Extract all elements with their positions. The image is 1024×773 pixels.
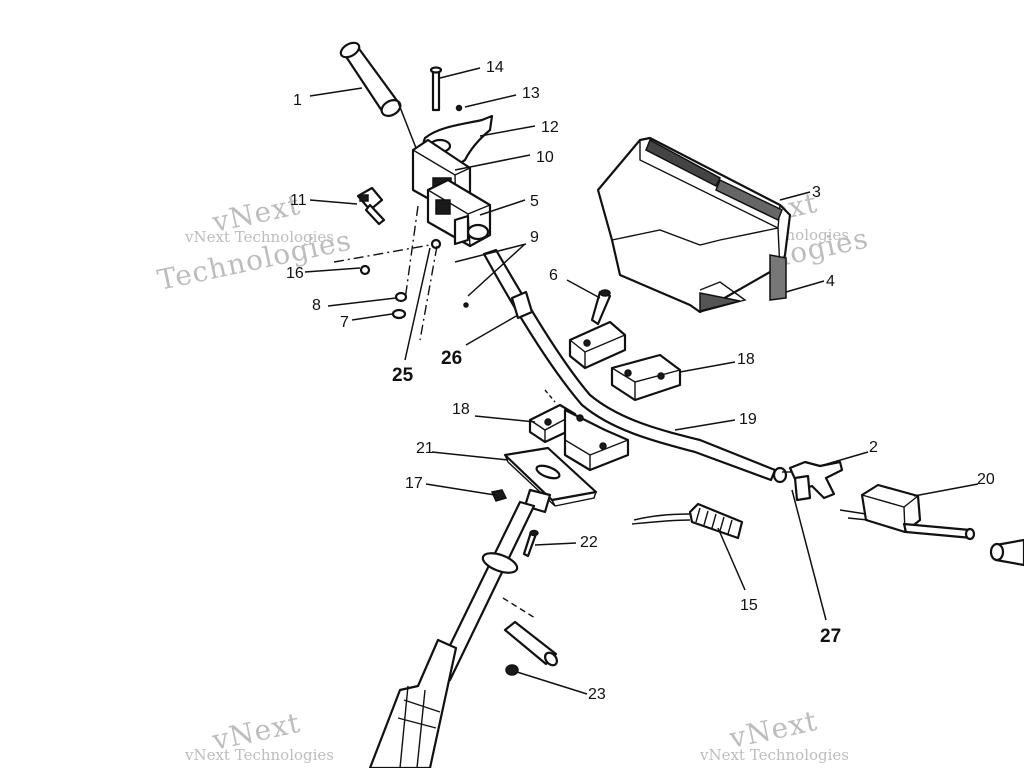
callout-18-upper: 18	[737, 351, 755, 368]
center-line	[544, 389, 556, 403]
callout-10: 10	[536, 149, 554, 166]
watermark-left-bottom: vNext vNext Technologies	[184, 706, 334, 764]
callout-27: 27	[820, 626, 841, 647]
watermark-text: vNext Technologies	[184, 228, 334, 246]
part-right-grip	[989, 538, 1024, 567]
part-pin	[429, 66, 443, 112]
part-throttle-housing	[411, 138, 492, 248]
callout-25: 25	[392, 365, 414, 386]
callout-17: 17	[405, 475, 423, 492]
part-washers	[359, 238, 469, 320]
callout-1: 1	[293, 92, 302, 109]
callout-18-lower: 18	[452, 401, 470, 418]
watermark-left-top: vNext vNext Technologies Technologies	[155, 188, 355, 297]
center-line	[502, 597, 536, 619]
part-lower-clamp	[528, 403, 630, 472]
callout-3: 3	[812, 184, 821, 201]
watermark-text: vNext Technologies	[184, 746, 334, 764]
center-line	[333, 244, 431, 263]
part-upper-clamp	[568, 320, 682, 402]
part-adjuster-screw	[356, 186, 386, 226]
part-bolt	[590, 289, 612, 326]
part-steering-plate	[503, 446, 598, 514]
callout-15: 15	[740, 597, 758, 614]
watermark-right-bottom: vNext vNext Technologies	[699, 704, 849, 764]
center-line	[419, 245, 438, 341]
part-brake-lever	[839, 483, 976, 541]
callout-26: 26	[441, 348, 462, 369]
callout-23: 23	[588, 686, 606, 703]
callout-21: 21	[416, 440, 434, 457]
callout-14: 14	[486, 59, 504, 76]
part-pivot-pin	[503, 620, 559, 676]
part-heater-element	[631, 502, 744, 540]
callout-9: 9	[530, 229, 539, 246]
leader-lines	[304, 67, 979, 695]
callout-5: 5	[530, 193, 539, 210]
part-brake-bracket	[782, 460, 844, 502]
callout-16: 16	[286, 265, 304, 282]
callout-2: 2	[869, 439, 878, 456]
callout-labels: 1 14 13 12 10 11 5 9 16 8 7 25 26 6 3 4 …	[286, 59, 995, 703]
part-steering-column	[368, 500, 536, 770]
part-grip	[339, 41, 402, 117]
callout-19: 19	[739, 411, 757, 428]
callout-13: 13	[522, 85, 540, 102]
callout-12: 12	[541, 119, 559, 136]
callout-8: 8	[312, 297, 321, 314]
callout-6: 6	[549, 267, 558, 284]
callout-11: 11	[290, 192, 307, 209]
part-nut	[490, 489, 508, 502]
part-small-nut	[455, 104, 463, 112]
callout-7: 7	[340, 314, 349, 331]
watermark-text: vNext Technologies	[699, 746, 849, 764]
part-headlight-cover	[596, 136, 792, 314]
callout-22: 22	[580, 534, 598, 551]
center-line	[404, 205, 419, 301]
part-screw	[522, 529, 539, 558]
callout-4: 4	[826, 273, 835, 290]
part-handlebar	[482, 248, 788, 484]
callout-20: 20	[977, 471, 995, 488]
